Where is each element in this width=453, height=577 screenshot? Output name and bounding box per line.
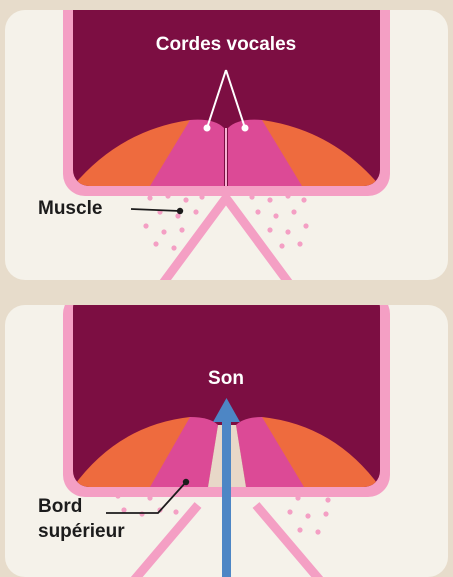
top-panel: Cordes vocales Muscle xyxy=(5,0,448,290)
label-muscle: Muscle xyxy=(38,198,102,219)
label-sound: Son xyxy=(208,368,244,389)
label-upper-edge-line2: supérieur xyxy=(38,521,125,542)
bottom-panel: Son Bord supérieur xyxy=(5,292,448,577)
label-upper-edge-line1: Bord xyxy=(38,496,82,517)
label-vocal-cords: Cordes vocales xyxy=(156,34,296,55)
